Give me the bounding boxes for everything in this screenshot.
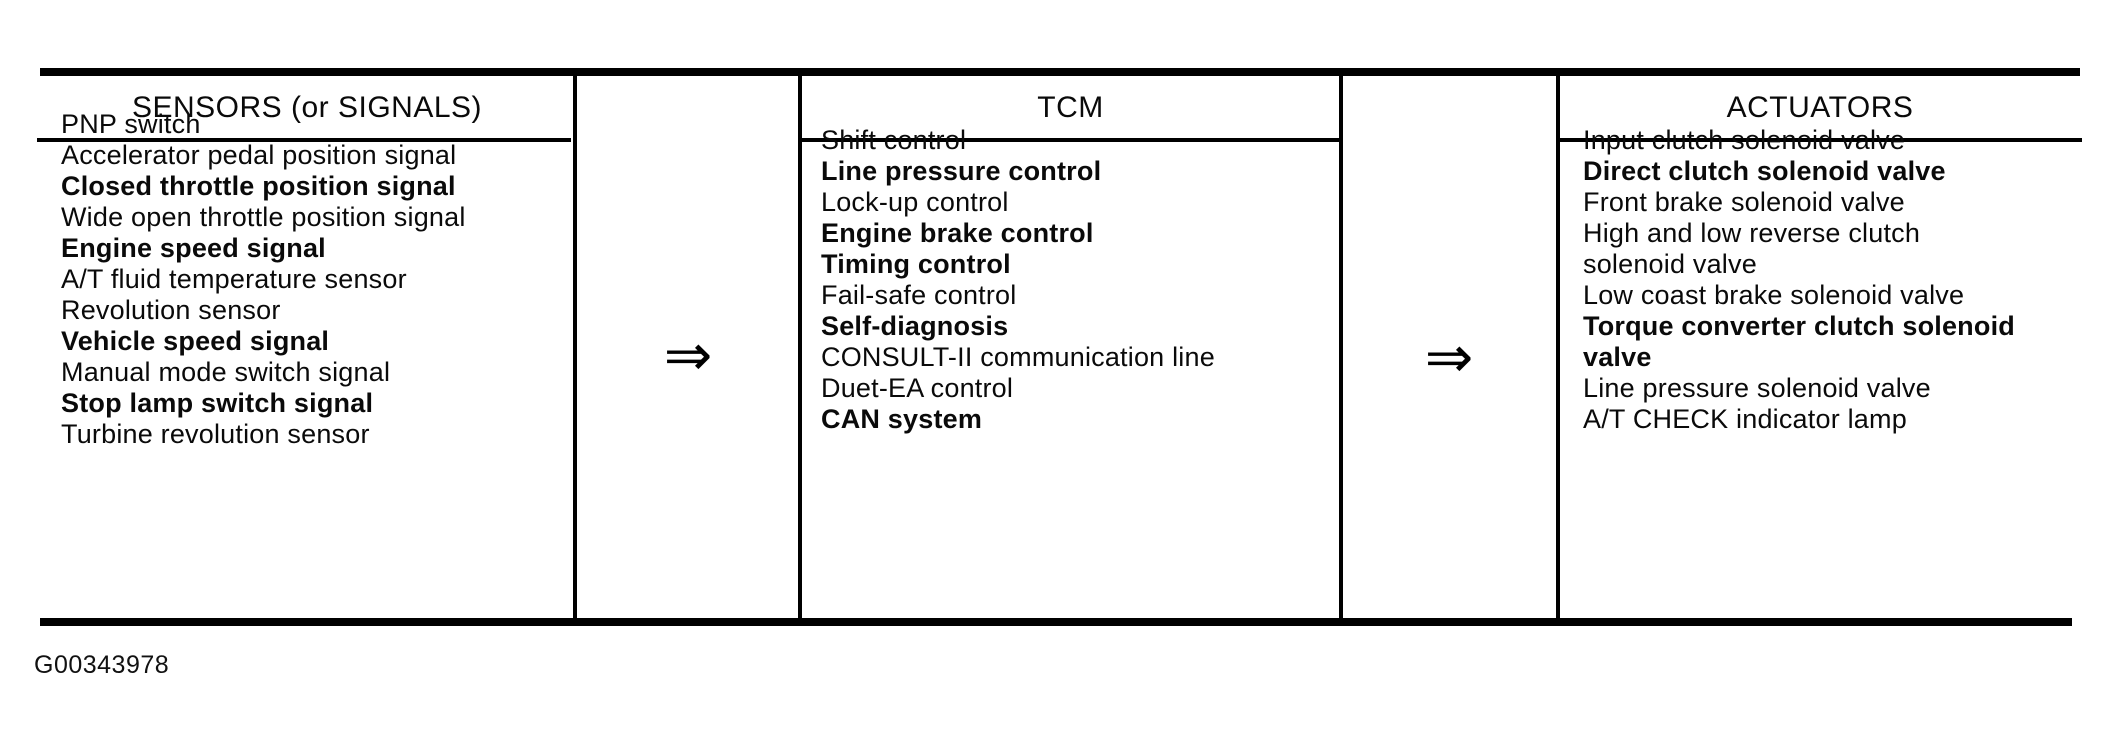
list-item: Torque converter clutch solenoid valve [1583,311,2015,372]
list-item: CAN system [821,404,983,434]
list-item: Front brake solenoid valve [1583,187,1905,217]
list-item: Line pressure control [821,156,1102,186]
list-item: Timing control [821,249,1011,279]
list-item: High and low reverse clutch solenoid val… [1583,218,1921,279]
column-divider [573,76,577,622]
column-header-tcm: TCM [1037,91,1104,124]
column-divider [1339,76,1343,622]
list-item: Revolution sensor [61,295,281,325]
column-divider [1556,76,1560,622]
list-item: A/T fluid temperature sensor [61,264,407,294]
column-header-actuators: ACTUATORS [1726,91,1914,124]
list-item: Self-diagnosis [821,311,1009,341]
list-item: Lock-up control [821,187,1009,217]
list-item: Closed throttle position signal [61,171,456,201]
list-item: PNP switch [61,109,201,139]
header-underline [798,138,1343,142]
header-underline [37,138,571,142]
list-item: Low coast brake solenoid valve [1583,280,1965,310]
list-item: Wide open throttle position signal [61,202,466,232]
list-item: Vehicle speed signal [61,326,330,356]
list-item: Line pressure solenoid valve [1583,373,1931,403]
table-bottom-border [40,618,2072,626]
column-header-sensors: SENSORS (or SIGNALS) [131,91,483,124]
list-item: CONSULT-II communication line [821,342,1215,372]
list-item: Fail-safe control [821,280,1017,310]
list-item: Duet-EA control [821,373,1014,403]
double-arrow-icon: ⇒ [1424,323,1474,391]
list-item: Accelerator pedal position signal [61,140,457,170]
table-top-border [40,68,2080,76]
double-arrow-icon: ⇒ [663,321,713,389]
list-item: Shift control [821,125,967,155]
column-divider [798,76,802,622]
list-item: Engine brake control [821,218,1094,248]
figure-id-label: G00343978 [34,651,170,679]
list-item: Turbine revolution sensor [61,419,370,449]
list-item: Manual mode switch signal [61,357,391,387]
list-item: A/T CHECK indicator lamp [1583,404,1907,434]
list-item: Stop lamp switch signal [61,388,374,418]
header-underline [1556,138,2082,142]
list-item: Direct clutch solenoid valve [1583,156,1946,186]
list-item: Input clutch solenoid valve [1583,125,1906,155]
list-item: Engine speed signal [61,233,326,263]
